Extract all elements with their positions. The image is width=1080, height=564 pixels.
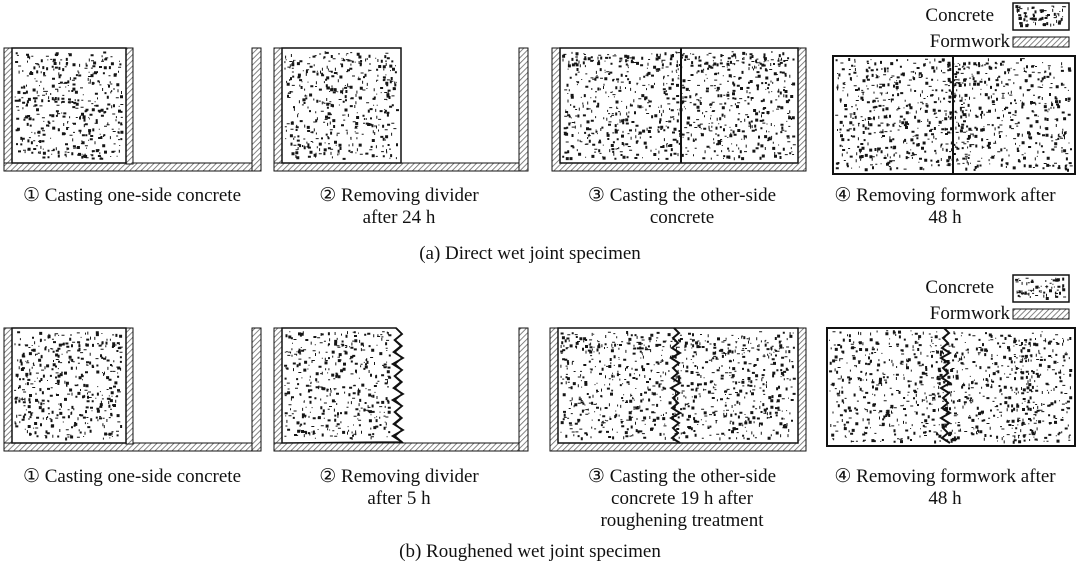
legend-concrete-label-a: Concrete <box>925 5 994 26</box>
panel-a-caption: (a) Direct wet joint specimen <box>419 243 641 264</box>
panel-a-step1-label: ① Casting one-side concrete <box>22 185 242 206</box>
panel-b-step4-diagram <box>826 327 1076 447</box>
panel-a-step2-diagram <box>273 47 529 172</box>
concrete-texture <box>560 331 796 441</box>
legend-formwork-label-b: Formwork <box>929 303 1010 324</box>
concrete-texture <box>1015 277 1067 300</box>
panel-b-step1-diagram <box>3 327 262 452</box>
legend-formwork-swatch-a <box>1012 36 1070 48</box>
panel-b-step3-diagram <box>549 327 807 452</box>
panel-b-caption: (b) Roughened wet joint specimen <box>399 541 661 562</box>
concrete-texture <box>14 331 123 441</box>
legend-formwork-label-a: Formwork <box>929 31 1010 52</box>
concrete-texture <box>1015 5 1067 28</box>
legend-concrete-swatch-b <box>1012 274 1070 303</box>
panel-a-step1-diagram <box>3 47 262 172</box>
concrete-texture <box>829 330 1073 444</box>
concrete-texture <box>14 51 124 160</box>
concrete-texture <box>284 51 399 160</box>
panel-a-step3-diagram <box>551 47 807 172</box>
panel-a-step4-diagram <box>832 55 1076 175</box>
panel-b-step2-diagram <box>273 327 529 452</box>
concrete-texture <box>835 58 1073 172</box>
panel-b-step1-label: ① Casting one-side concrete <box>22 466 242 487</box>
concrete-texture <box>562 51 796 161</box>
legend-formwork-swatch-b <box>1012 308 1070 320</box>
legend-concrete-label-b: Concrete <box>925 277 994 298</box>
